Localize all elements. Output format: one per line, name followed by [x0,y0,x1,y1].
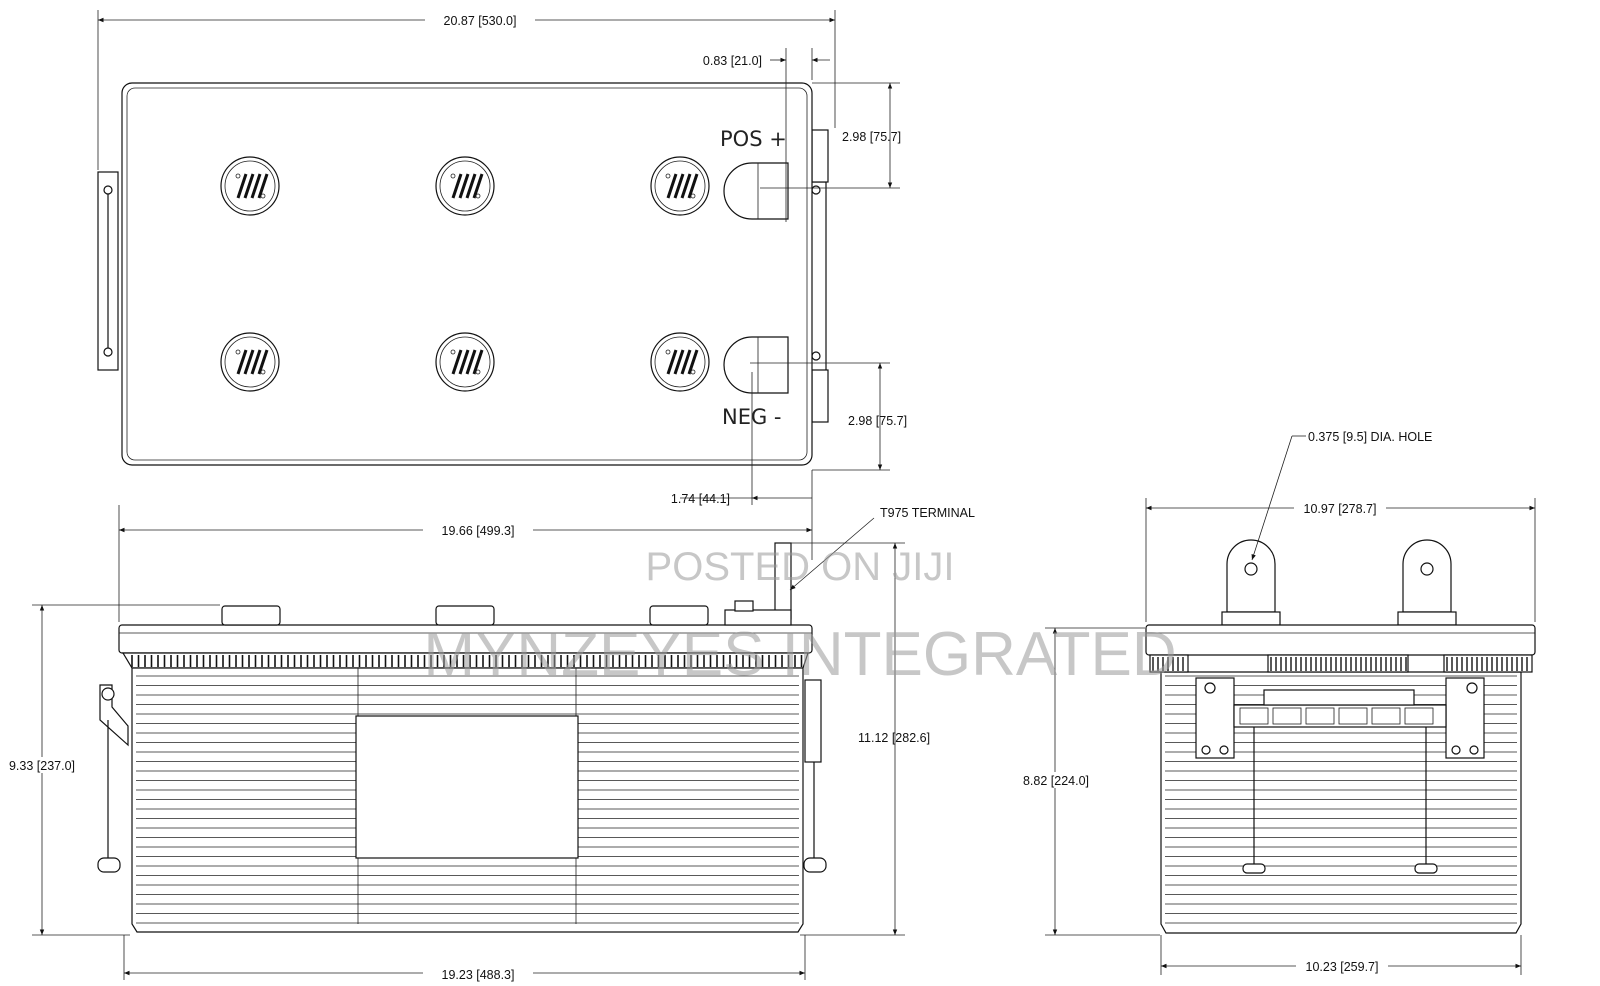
vent-cap [650,156,710,216]
dim-side-width: 10.97 [278.7] [1304,502,1377,516]
callout-t975-terminal: T975 TERMINAL [880,506,975,520]
vent-cap [650,332,710,392]
side-terminal-right [1402,539,1452,613]
watermark-posted: POSTED ON JIJI [646,545,955,589]
pos-label: POS + [720,127,787,151]
side-cover [1145,624,1536,656]
dim-total-height: 11.12 [282.6] [858,731,930,745]
positive-terminal [723,162,789,220]
negative-terminal [723,336,789,394]
vent-cap [220,156,280,216]
watermark-company: MYNZEYES INTEGRATED [423,620,1176,689]
callout-dia-hole: 0.375 [9.5] DIA. HOLE [1308,430,1432,444]
battery-lid-top [121,82,813,466]
dim-container-height: 9.33 [237.0] [9,759,75,773]
dim-neg-spacing: 2.98 [75.7] [848,414,907,428]
dim-terminal-inset: 1.74 [44.1] [671,492,730,506]
front-view: 19.66 [499.3] 9.33 [237.0] 11.12 [282.6]… [4,505,975,982]
vent-cap [435,156,495,216]
dim-terminal-offset: 0.83 [21.0] [703,54,762,68]
dim-base-length: 19.23 [488.3] [442,968,515,982]
side-view: 10.97 [278.7] 8.82 [224.0] 10.23 [259.7]… [1016,430,1536,975]
vent-cap [435,332,495,392]
side-terminal-left [1226,539,1276,613]
dim-side-base-width: 10.23 [259.7] [1306,960,1379,974]
label-panel [355,715,579,859]
dim-side-height: 8.82 [224.0] [1023,774,1089,788]
dim-pos-spacing: 2.98 [75.7] [842,130,901,144]
dim-overall-length: 20.87 [530.0] [444,14,517,28]
dim-cover-length: 19.66 [499.3] [442,524,515,538]
vent-cap [220,332,280,392]
top-view: POS + NEG - 20.87 [530.0] 0.83 [21.0] 2.… [97,10,907,506]
